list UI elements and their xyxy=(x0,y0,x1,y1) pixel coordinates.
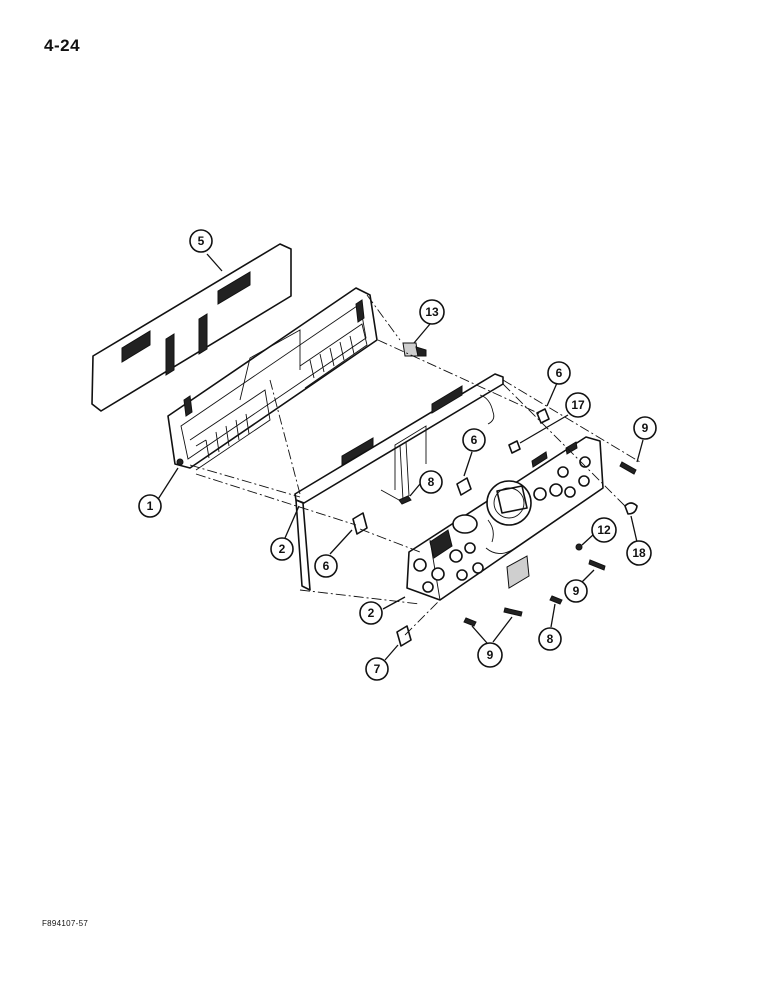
callout-label: 6 xyxy=(323,559,330,573)
circuit-board-part-2-rear xyxy=(294,373,504,591)
callout-label: 8 xyxy=(547,632,554,646)
callout-13: 13 xyxy=(413,299,445,344)
callout-6-top: 6 xyxy=(546,361,571,407)
callout-label: 12 xyxy=(597,523,611,537)
callout-label: 6 xyxy=(556,366,563,380)
callout-label: 7 xyxy=(374,662,381,676)
callout-9-right: 9 xyxy=(633,416,657,463)
callout-8-lower: 8 xyxy=(538,603,562,651)
callout-9-lower: 9 xyxy=(471,616,513,668)
callout-5: 5 xyxy=(189,229,223,272)
page-number: 4-24 xyxy=(44,36,81,55)
callout-18: 18 xyxy=(626,515,652,566)
overlay-decal-part-5 xyxy=(91,243,292,412)
callout-label: 18 xyxy=(632,546,646,560)
clip-part-13 xyxy=(402,342,427,357)
callout-label: 1 xyxy=(147,499,154,513)
callout-17: 17 xyxy=(519,392,591,444)
callout-6-lower: 6 xyxy=(314,529,353,578)
callout-label: 9 xyxy=(573,584,580,598)
callout-label: 2 xyxy=(279,542,286,556)
callout-9-middle: 9 xyxy=(564,569,595,603)
callout-8-upper: 8 xyxy=(409,470,443,497)
callout-label: 2 xyxy=(368,606,375,620)
callout-7: 7 xyxy=(365,644,399,681)
fasteners xyxy=(352,408,638,647)
callout-6-middle: 6 xyxy=(462,428,486,477)
callout-label: 6 xyxy=(471,433,478,447)
callout-1: 1 xyxy=(138,467,179,518)
callout-label: 8 xyxy=(428,475,435,489)
callout-label: 13 xyxy=(425,305,439,319)
callout-label: 9 xyxy=(487,648,494,662)
callout-2-lower: 2 xyxy=(359,596,406,625)
housing-part-1 xyxy=(167,287,378,471)
callout-12: 12 xyxy=(581,517,617,546)
callout-2-upper: 2 xyxy=(270,505,300,561)
gauge-plate-part-2-front xyxy=(406,436,604,601)
callout-label: 9 xyxy=(642,421,649,435)
assembly-centerlines xyxy=(189,294,641,636)
callout-label: 17 xyxy=(571,398,585,412)
callout-label: 5 xyxy=(198,234,205,248)
figure-code: F894107-57 xyxy=(42,919,89,928)
